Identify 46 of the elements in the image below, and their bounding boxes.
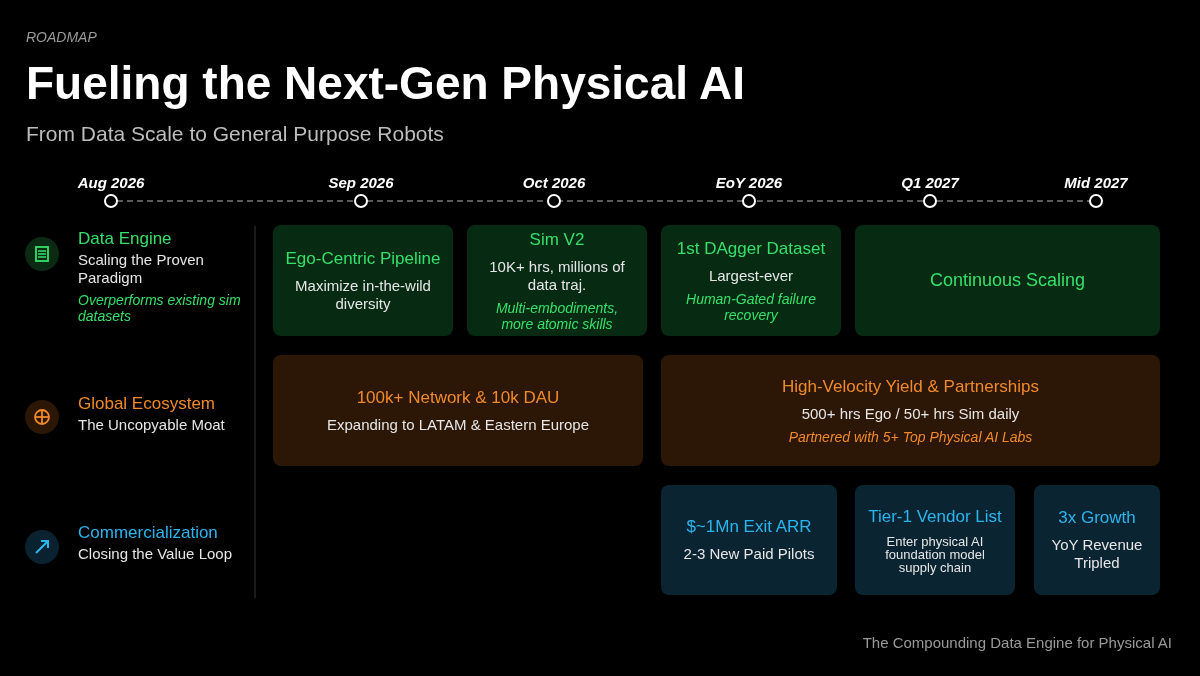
card-heading: Tier-1 Vendor List (868, 506, 1002, 527)
card-heading: Sim V2 (529, 229, 585, 250)
roadmap-card (855, 485, 1015, 595)
card-heading: 3x Growth (1058, 508, 1136, 528)
title: Fueling the Next-Gen Physical AI (26, 56, 746, 110)
roadmap-card (661, 355, 1160, 466)
card-heading: 1st DAgger Dataset (676, 238, 826, 259)
card-note: Partnered with 5+ Top Physical AI Labs (788, 428, 1033, 445)
roadmap-card (467, 225, 647, 336)
card-note: Multi-embodiments, more atomic skills (494, 299, 620, 332)
date-label: Q1 2027 (901, 174, 959, 191)
date-label: Sep 2026 (328, 174, 394, 191)
roadmap-card (273, 225, 453, 336)
roadmap-card (661, 485, 837, 595)
card-heading: 100k+ Network & 10k DAU (356, 387, 560, 408)
date-label: Aug 2026 (77, 174, 145, 191)
row-subtitle: The Uncopyable Moat (78, 416, 225, 433)
card-text: Expanding to LATAM & Eastern Europe (326, 415, 590, 434)
row-subtitle: Scaling the Proven Paradigm (78, 251, 205, 287)
card-text: Largest-ever (708, 266, 794, 285)
roadmap-card (855, 225, 1160, 336)
row-subtitle: Closing the Value Loop (78, 545, 232, 562)
roadmap-card (273, 355, 643, 466)
card-text: 2-3 New Paid Pilots (683, 545, 815, 563)
row-title: Global Ecosystem (78, 394, 215, 414)
card-heading: Ego-Centric Pipeline (285, 248, 441, 269)
roadmap-card (661, 225, 841, 336)
card-text: 10K+ hrs, millions of data traj. (488, 257, 626, 294)
row-title: Commercialization (78, 523, 218, 543)
card-text: 500+ hrs Ego / 50+ hrs Sim daily (801, 404, 1020, 423)
date-label: EoY 2026 (715, 174, 783, 191)
card-heading: $~1Mn Exit ARR (686, 517, 812, 537)
card-text: Enter physical AI foundation model supply chain (884, 534, 986, 574)
row-title: Data Engine (78, 229, 172, 249)
roadmap-card (1034, 485, 1160, 595)
date-label: Oct 2026 (522, 174, 586, 191)
card-note: Human-Gated failure recovery (685, 290, 817, 323)
card-text: YoY Revenue Tripled (1050, 536, 1144, 572)
date-label: Mid 2027 (1064, 174, 1128, 191)
row-note: Overperforms existing sim datasets (78, 292, 242, 324)
card-heading: High-Velocity Yield & Partnerships (782, 376, 1039, 397)
caption: The Compounding Data Engine for Physical AI (862, 634, 1172, 651)
subtitle: From Data Scale to General Purpose Robots (26, 122, 444, 146)
card-heading: Continuous Scaling (929, 270, 1086, 291)
roadmap-label: ROADMAP (26, 29, 97, 45)
card-text: Maximize in-the-wild diversity (294, 276, 432, 313)
